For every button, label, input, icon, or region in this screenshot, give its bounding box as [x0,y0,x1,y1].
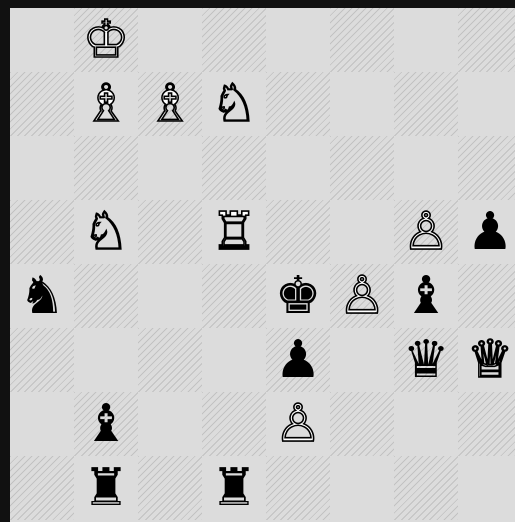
square-f5[interactable] [330,200,394,264]
white-queen-icon[interactable]: ♕ [458,328,515,392]
black-pawn-icon[interactable]: ♟ [458,200,515,264]
square-e1[interactable] [266,456,330,520]
square-d4[interactable] [202,264,266,328]
white-pawn-icon[interactable]: ♙ [330,264,394,328]
square-a8[interactable] [10,8,74,72]
square-h1[interactable] [458,456,515,520]
square-g7[interactable] [394,72,458,136]
square-h7[interactable] [458,72,515,136]
white-pawn-icon[interactable]: ♙ [394,200,458,264]
square-g1[interactable] [394,456,458,520]
square-e6[interactable] [266,136,330,200]
square-g8[interactable] [394,8,458,72]
square-a6[interactable] [10,136,74,200]
square-f6[interactable] [330,136,394,200]
square-d3[interactable] [202,328,266,392]
square-g6[interactable] [394,136,458,200]
square-c2[interactable] [138,392,202,456]
square-c1[interactable] [138,456,202,520]
square-f7[interactable] [330,72,394,136]
square-d8[interactable] [202,8,266,72]
square-b6[interactable] [74,136,138,200]
square-d6[interactable] [202,136,266,200]
white-knight-icon[interactable]: ♘ [202,72,266,136]
square-e8[interactable] [266,8,330,72]
black-bishop-icon[interactable]: ♝ [394,264,458,328]
square-f1[interactable] [330,456,394,520]
square-g2[interactable] [394,392,458,456]
square-c8[interactable] [138,8,202,72]
square-h8[interactable] [458,8,515,72]
white-bishop-icon[interactable]: ♗ [138,72,202,136]
white-pawn-icon[interactable]: ♙ [266,392,330,456]
black-knight-icon[interactable]: ♞ [10,264,74,328]
square-c5[interactable] [138,200,202,264]
square-c6[interactable] [138,136,202,200]
black-rook-icon[interactable]: ♜ [74,456,138,520]
square-h6[interactable] [458,136,515,200]
square-b4[interactable] [74,264,138,328]
white-rook-icon[interactable]: ♖ [202,200,266,264]
square-a1[interactable] [10,456,74,520]
square-f8[interactable] [330,8,394,72]
white-bishop-icon[interactable]: ♗ [74,72,138,136]
black-bishop-icon[interactable]: ♝ [74,392,138,456]
square-b3[interactable] [74,328,138,392]
square-a3[interactable] [10,328,74,392]
square-a2[interactable] [10,392,74,456]
square-f2[interactable] [330,392,394,456]
square-f3[interactable] [330,328,394,392]
square-a7[interactable] [10,72,74,136]
white-knight-icon[interactable]: ♘ [74,200,138,264]
black-queen-icon[interactable]: ♛ [394,328,458,392]
chess-board[interactable]: ♔♗♗♘♘♖♙♟♞♚♙♝♟♛♕♝♙♜♜ [10,8,515,522]
square-c3[interactable] [138,328,202,392]
white-king-icon[interactable]: ♔ [74,8,138,72]
square-d2[interactable] [202,392,266,456]
square-e7[interactable] [266,72,330,136]
black-king-icon[interactable]: ♚ [266,264,330,328]
square-c4[interactable] [138,264,202,328]
black-rook-icon[interactable]: ♜ [202,456,266,520]
square-h4[interactable] [458,264,515,328]
square-a5[interactable] [10,200,74,264]
square-h2[interactable] [458,392,515,456]
black-pawn-icon[interactable]: ♟ [266,328,330,392]
square-e5[interactable] [266,200,330,264]
